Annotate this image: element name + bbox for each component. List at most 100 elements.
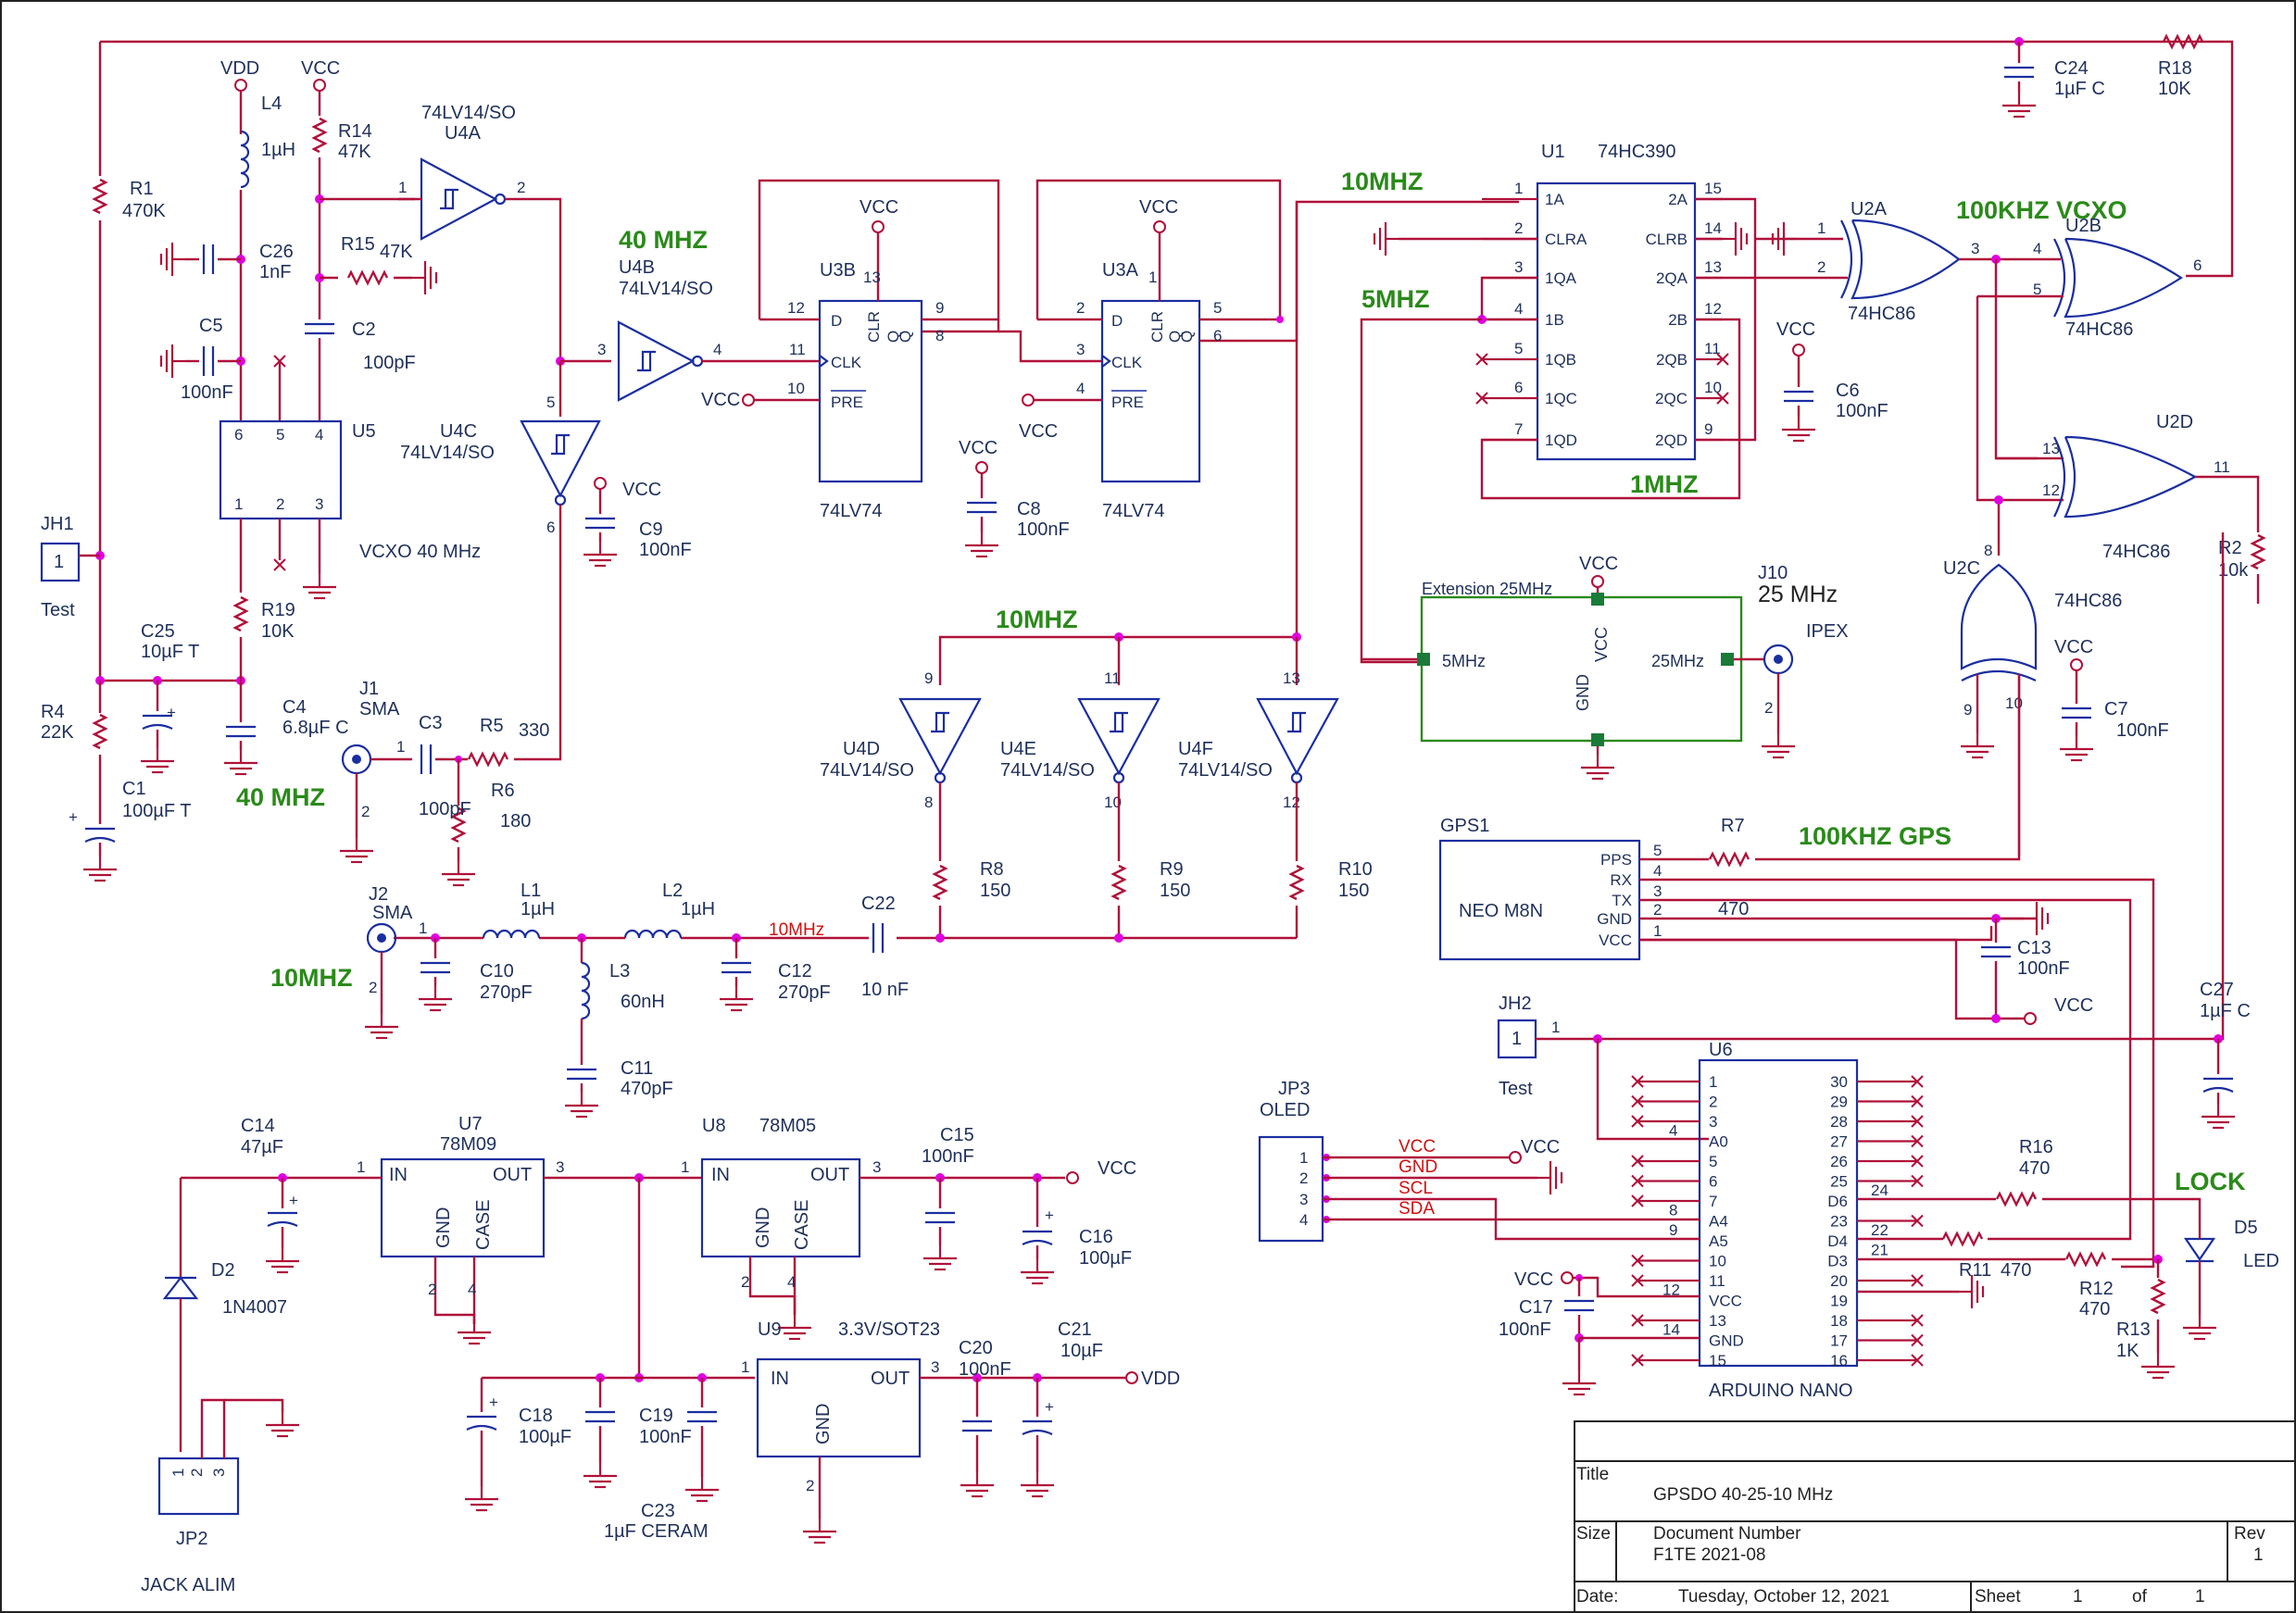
nano-pin-label: 27 (1830, 1133, 1848, 1151)
svg-text:2: 2 (188, 1469, 206, 1477)
ext-vcc: VCC (1592, 627, 1611, 662)
svg-text:9: 9 (924, 669, 933, 687)
svg-text:2: 2 (428, 1281, 436, 1298)
docnum-label: Document Number (1653, 1524, 1801, 1544)
u1-pin-label: 1QC (1545, 390, 1577, 407)
u8-label: U8 (702, 1116, 726, 1136)
net-40mhz-top: 40 MHZ (619, 226, 708, 254)
svg-text:1: 1 (1817, 219, 1826, 237)
vcc-label-c6: VCC (1776, 319, 1815, 340)
u4a-label: U4A (445, 123, 482, 144)
svg-text:1: 1 (741, 1358, 749, 1376)
u5-label: U5 (352, 421, 376, 442)
svg-text:9: 9 (1964, 701, 1972, 719)
r8-value: 150 (980, 881, 1010, 901)
c18-value: 100µF (519, 1427, 571, 1447)
svg-text:+: + (167, 704, 176, 721)
of-label: of (2132, 1587, 2148, 1607)
net-40mhz-j1: 40 MHZ (236, 783, 325, 811)
r13-label: R13 (2116, 1319, 2151, 1340)
r13-value: 1K (2116, 1341, 2139, 1361)
c17-label: C17 (1519, 1297, 1553, 1318)
gps-pin-label: TX (1612, 892, 1632, 909)
svg-text:D: D (831, 312, 842, 330)
nano-pin-number: 24 (1871, 1182, 1888, 1199)
gps-pin-label: VCC (1599, 932, 1632, 949)
nano-pin-label: D6 (1827, 1193, 1848, 1210)
u1-pin-label: 1QB (1545, 351, 1576, 369)
nano-pin-label: A4 (1709, 1213, 1728, 1231)
jh1-pin: 1 (54, 552, 64, 572)
svg-text:8: 8 (935, 327, 944, 344)
c3-value: 100pF (419, 799, 471, 819)
svg-text:9: 9 (935, 299, 944, 317)
svg-text:4: 4 (2033, 240, 2041, 257)
c20-value: 100nF (959, 1359, 1011, 1380)
oled-pin-number: 4 (1299, 1211, 1308, 1229)
u2b-label: U2B (2065, 216, 2102, 236)
u1-pin-number: 2 (1514, 219, 1523, 237)
r7-value: 470 (1718, 899, 1749, 919)
nano-pin-label: 29 (1830, 1094, 1848, 1111)
c21-value: 10µF (1060, 1341, 1103, 1361)
u1-pin-label: 1A (1545, 191, 1564, 208)
gps-pin-number: 5 (1653, 842, 1662, 859)
svg-text:11: 11 (1104, 669, 1121, 687)
vcc-label-c17: VCC (1514, 1269, 1553, 1290)
nano-pin-number: 9 (1669, 1221, 1677, 1239)
nano-pin-label: 5 (1709, 1153, 1717, 1170)
svg-text:1: 1 (398, 179, 407, 196)
r18-value: 10K (2158, 79, 2191, 99)
vcc-label-c8: VCC (959, 438, 997, 458)
nano-pin-label: 30 (1830, 1073, 1848, 1091)
r19-value: 10K (261, 621, 295, 642)
r16-label: R16 (2019, 1137, 2053, 1157)
u1-type: 74HC390 (1598, 142, 1676, 162)
c23-value: 1µF CERAM (604, 1521, 709, 1542)
c9-value: 100nF (639, 540, 692, 560)
nano-pin-number: 21 (1871, 1242, 1888, 1259)
nano-pin-label: 20 (1830, 1272, 1848, 1290)
oled-signal-label: SCL (1399, 1179, 1433, 1198)
svg-text:PRE: PRE (831, 394, 863, 411)
sheet-label: Sheet (1975, 1587, 2021, 1607)
nano-pin-label: 23 (1830, 1213, 1848, 1231)
r4-label: R4 (41, 702, 65, 722)
nano-pin-label: 6 (1709, 1173, 1717, 1191)
svg-text:6: 6 (2193, 256, 2202, 274)
u8-gnd: GND (753, 1207, 773, 1248)
nano-pin-label: A5 (1709, 1232, 1728, 1250)
svg-text:6: 6 (546, 519, 555, 536)
c27-label: C27 (2200, 980, 2234, 1000)
docnum-value: F1TE 2021-08 (1653, 1545, 1765, 1565)
l4-value: 1µH (261, 140, 295, 160)
svg-text:12: 12 (787, 299, 805, 317)
nano-pin-label: 19 (1830, 1293, 1848, 1310)
svg-text:11: 11 (789, 341, 806, 358)
vcc-label-u5: VCC (301, 58, 340, 79)
svg-text:10: 10 (1104, 794, 1122, 811)
u8-type: 78M05 (759, 1116, 816, 1136)
gps1-label: GPS1 (1440, 816, 1489, 836)
c7-value: 100nF (2116, 720, 2169, 741)
c16-value: 100µF (1079, 1248, 1132, 1269)
svg-text:+: + (69, 808, 78, 826)
svg-text:6: 6 (1213, 327, 1222, 344)
c12-value: 270pF (778, 982, 831, 1003)
u9-type: 3.3V/SOT23 (838, 1319, 940, 1340)
ext-5mhz: 5MHz (1442, 652, 1486, 670)
nano-pin-label: 18 (1830, 1312, 1848, 1330)
svg-text:3: 3 (210, 1469, 228, 1477)
extension-25mhz-section: Extension 25MHz 5MHz 25MHz VCC GND VCC 2… (1361, 554, 1849, 781)
c20-label: C20 (959, 1338, 993, 1358)
j2-label: J2 (369, 884, 388, 905)
u2d-label: U2D (2156, 412, 2193, 432)
svg-text:1: 1 (681, 1158, 689, 1176)
c18-label: C18 (519, 1406, 553, 1426)
c17-value: 100nF (1499, 1319, 1551, 1340)
nano-pin-label: 16 (1830, 1352, 1848, 1369)
r12-label: R12 (2079, 1279, 2114, 1299)
svg-text:2: 2 (369, 979, 377, 996)
c1-label: C1 (122, 779, 146, 799)
net-5mhz: 5MHZ (1361, 285, 1430, 313)
